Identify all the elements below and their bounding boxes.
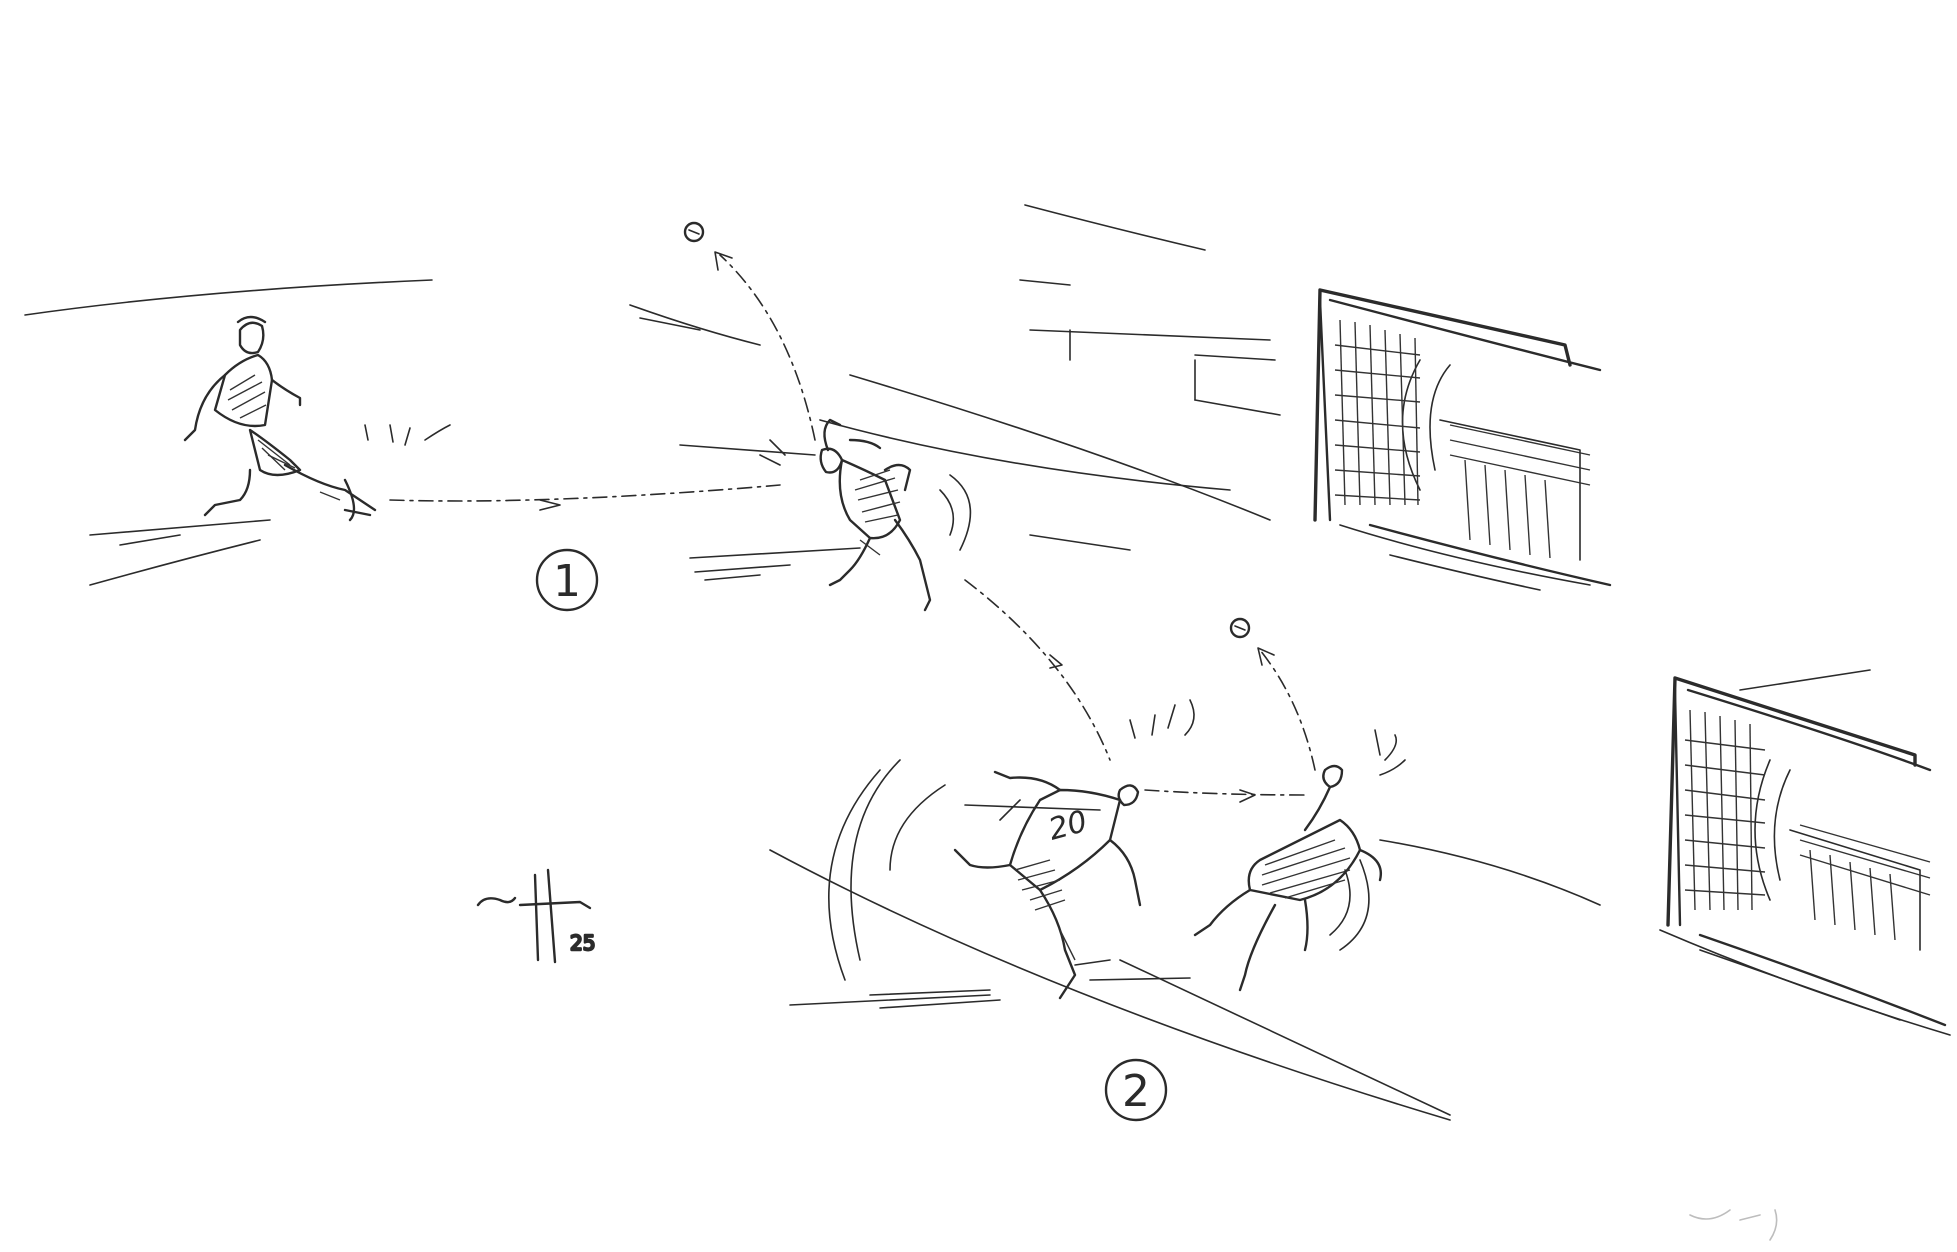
motion-arcs xyxy=(828,759,946,981)
impact-marks-1 xyxy=(364,424,451,446)
ball-icon xyxy=(683,221,705,243)
step-label-1: 1 xyxy=(535,548,599,612)
player-figure-icon xyxy=(819,418,932,612)
arrow-head xyxy=(1257,647,1275,666)
pitch-lines-2 xyxy=(769,669,1951,1121)
arrow-head xyxy=(1239,789,1256,803)
goal-icon xyxy=(1313,288,1612,591)
player-2-hatching xyxy=(854,469,901,556)
player-figure-icon xyxy=(953,770,1142,1000)
impact-marks-2 xyxy=(759,439,786,466)
step-label-2: 2 xyxy=(1104,1058,1168,1122)
scene-2: 20 xyxy=(769,579,1951,1122)
motion-arcs xyxy=(1329,729,1406,951)
stray-marks xyxy=(1689,1209,1778,1241)
jersey-number-text: 20 xyxy=(1045,804,1091,848)
ball-icon xyxy=(1229,617,1251,639)
goal-net-2 xyxy=(1684,709,1931,941)
lob-trajectory-1 xyxy=(719,254,816,441)
pass-trajectory-1 xyxy=(389,484,781,502)
step-label-2-text: 2 xyxy=(1122,1066,1150,1117)
pass-trajectory-2 xyxy=(1144,789,1306,796)
arrow-head xyxy=(539,499,561,511)
arrow-head xyxy=(1049,654,1063,669)
motion-swirl xyxy=(939,489,955,536)
lob-trajectory-2 xyxy=(964,579,1111,761)
player-20-hatching xyxy=(1014,859,1076,961)
goal-net-1 xyxy=(1334,319,1591,559)
lob-trajectory-3 xyxy=(1259,649,1316,771)
player-figure-icon xyxy=(1193,764,1382,992)
impact-marks-3 xyxy=(1129,699,1195,739)
step-label-1-text: 1 xyxy=(553,556,581,607)
goal-icon xyxy=(1666,676,1947,1027)
signature-mark-icon: 25 xyxy=(476,868,597,964)
pitch-lines-1 xyxy=(24,204,1591,586)
signature-year: 25 xyxy=(570,931,595,955)
arrow-head xyxy=(714,251,733,271)
player-3-hatching xyxy=(1261,839,1351,899)
motion-swirl xyxy=(949,474,972,551)
player-figure-icon xyxy=(183,315,377,522)
scene-1: 1 xyxy=(24,204,1612,612)
player-1-hatching xyxy=(227,374,341,501)
jersey-label: 20 xyxy=(1045,804,1091,848)
